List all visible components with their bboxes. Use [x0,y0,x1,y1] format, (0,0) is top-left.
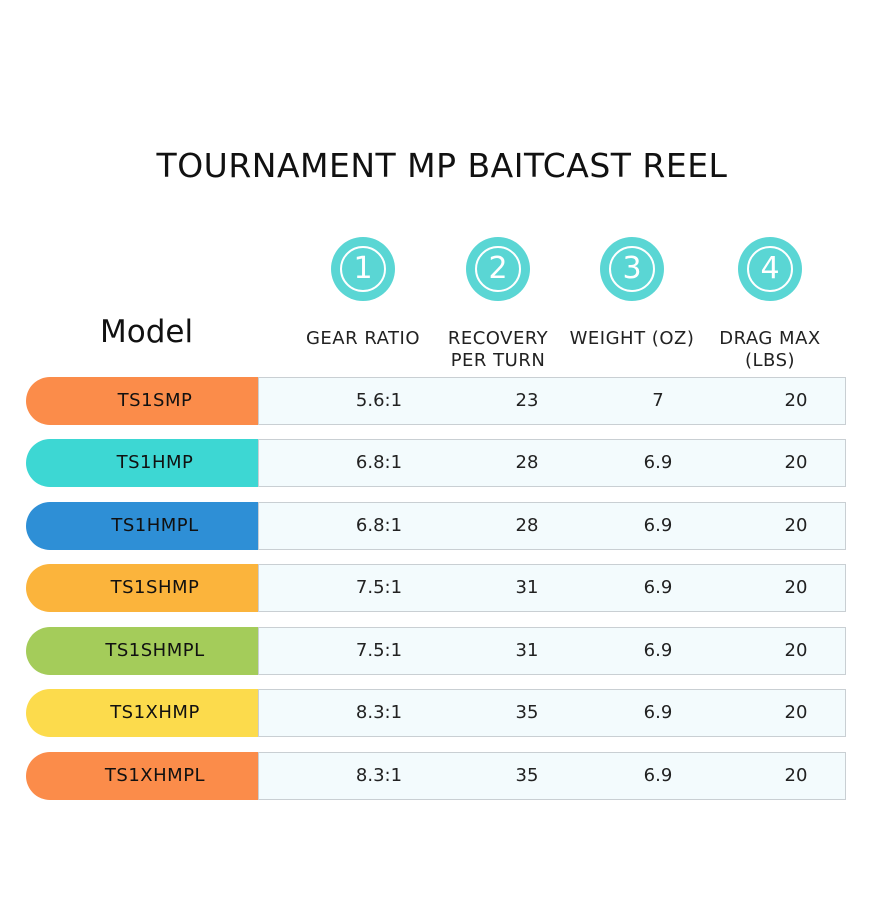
model-name: TS1HMPL [111,515,199,536]
model-badge: TS1XHMP [26,689,258,737]
model-badge: TS1SHMP [26,564,258,612]
column-header-label: RECOVERY [447,328,549,349]
column-header-label-line2: PER TURN [450,350,546,371]
number-3-label: 3 [609,246,655,292]
model-badge: TS1SMP [26,377,258,425]
recovery-cell: 28 [515,452,539,473]
row-values: 8.3:1 35 6.9 20 [258,752,846,800]
gear-ratio-cell: 8.3:1 [355,702,403,723]
drag-max-cell: 20 [784,640,808,661]
row-values: 5.6:1 23 7 20 [258,377,846,425]
gear-ratio-cell: 5.6:1 [355,390,403,411]
model-badge: TS1HMP [26,439,258,487]
number-2-label: 2 [475,246,521,292]
drag-max-cell: 20 [784,702,808,723]
model-name: TS1SHMP [110,577,200,598]
weight-cell: 6.9 [643,577,673,598]
model-name: TS1SHMPL [105,640,205,661]
gear-ratio-cell: 7.5:1 [355,577,403,598]
drag-max-cell: 20 [784,765,808,786]
table-row: TS1SHMPL 7.5:1 31 6.9 20 [26,627,846,675]
number-1-icon: 1 [331,237,395,301]
number-3-icon: 3 [600,237,664,301]
table-row: TS1XHMPL 8.3:1 35 6.9 20 [26,752,846,800]
recovery-cell: 35 [515,702,539,723]
number-2-icon: 2 [466,237,530,301]
model-badge: TS1SHMPL [26,627,258,675]
column-header-weight: 3 WEIGHT (OZ) [557,237,707,350]
gear-ratio-cell: 7.5:1 [355,640,403,661]
weight-cell: 6.9 [643,515,673,536]
model-badge: TS1HMPL [26,502,258,550]
model-badge: TS1XHMPL [26,752,258,800]
column-header-label: DRAG MAX [719,328,821,349]
table-row: TS1SHMP 7.5:1 31 6.9 20 [26,564,846,612]
weight-cell: 6.9 [643,702,673,723]
table-row: TS1SMP 5.6:1 23 7 20 [26,377,846,425]
row-values: 8.3:1 35 6.9 20 [258,689,846,737]
number-4-icon: 4 [738,237,802,301]
gear-ratio-cell: 8.3:1 [355,765,403,786]
number-1-label: 1 [340,246,386,292]
weight-cell: 7 [652,390,664,411]
model-name: TS1HMP [116,452,194,473]
drag-max-cell: 20 [784,577,808,598]
recovery-cell: 31 [515,640,539,661]
gear-ratio-cell: 6.8:1 [355,452,403,473]
table-row: TS1HMPL 6.8:1 28 6.9 20 [26,502,846,550]
row-values: 6.8:1 28 6.9 20 [258,502,846,550]
number-4-label: 4 [747,246,793,292]
row-values: 6.8:1 28 6.9 20 [258,439,846,487]
model-name: TS1XHMP [110,702,200,723]
recovery-cell: 31 [515,577,539,598]
model-name: TS1XHMPL [104,765,206,786]
column-header-recovery: 2 RECOVERY PER TURN [423,237,573,372]
column-header-label: GEAR RATIO [305,328,421,349]
table-row: TS1XHMP 8.3:1 35 6.9 20 [26,689,846,737]
recovery-cell: 28 [515,515,539,536]
drag-max-cell: 20 [784,515,808,536]
weight-cell: 6.9 [643,765,673,786]
weight-cell: 6.9 [643,452,673,473]
column-header-gear-ratio: 1 GEAR RATIO [288,237,438,350]
model-column-label: Model [100,314,194,350]
drag-max-cell: 20 [784,452,808,473]
drag-max-cell: 20 [784,390,808,411]
column-header-label: WEIGHT (OZ) [569,328,695,349]
page-title: TOURNAMENT MP BAITCAST REEL [156,146,728,185]
model-name: TS1SMP [117,390,193,411]
weight-cell: 6.9 [643,640,673,661]
recovery-cell: 23 [515,390,539,411]
gear-ratio-cell: 6.8:1 [355,515,403,536]
row-values: 7.5:1 31 6.9 20 [258,627,846,675]
column-header-label-line2: (LBS) [744,350,796,371]
column-header-drag-max: 4 DRAG MAX (LBS) [695,237,845,372]
row-values: 7.5:1 31 6.9 20 [258,564,846,612]
table-row: TS1HMP 6.8:1 28 6.9 20 [26,439,846,487]
recovery-cell: 35 [515,765,539,786]
